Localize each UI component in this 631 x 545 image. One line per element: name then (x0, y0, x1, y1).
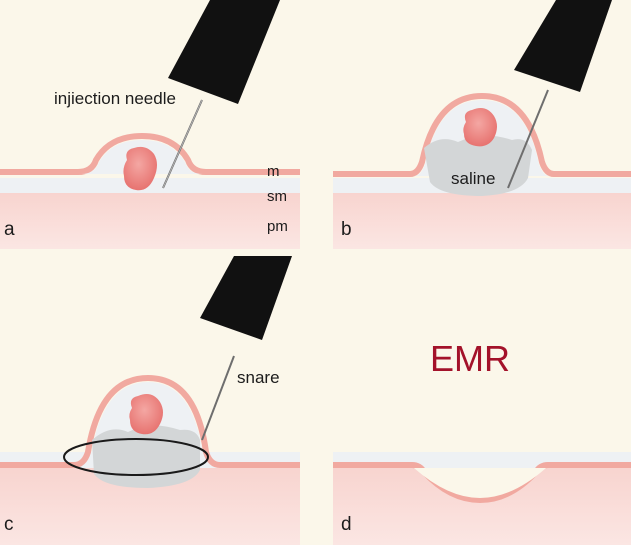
panel-c-letter: c (4, 514, 14, 535)
snare-loop (63, 438, 209, 476)
panel-a-letter: a (4, 219, 15, 240)
saline-cushion (424, 135, 532, 196)
saline-label: saline (451, 169, 496, 188)
needle-sheath (168, 0, 280, 104)
panel-gutter (0, 249, 631, 255)
panel-d-letter: d (341, 514, 352, 535)
mucosa-layer (333, 92, 631, 177)
lesion (123, 146, 157, 191)
injection-needle-label: injiection needle (54, 89, 176, 108)
needle-shaft (507, 89, 549, 189)
snare-label: snare (237, 368, 280, 387)
lesion (463, 108, 497, 147)
mucosa-layer (0, 132, 300, 175)
panel-d (333, 452, 631, 545)
panel-a (0, 0, 300, 249)
snare-sheath (200, 256, 292, 340)
panel-b (333, 0, 631, 249)
needle-highlight (162, 99, 203, 189)
resection-defect (414, 468, 546, 498)
panel-b-letter: b (341, 219, 352, 240)
muscularis-propria-label: pm (267, 218, 288, 235)
submucosa-label: sm (267, 188, 287, 205)
needle-sheath (514, 0, 612, 92)
mucosa-label: m (267, 163, 280, 180)
emr-title: EMR (430, 338, 510, 379)
submucosa-layer (0, 178, 300, 193)
panel-c (0, 256, 300, 545)
lesion (129, 394, 163, 435)
saline-cushion (92, 425, 200, 488)
muscularis-propria-layer (0, 193, 300, 249)
muscularis-propria-layer (333, 193, 631, 249)
snare-wire (201, 355, 235, 441)
panel-gutter (300, 0, 333, 545)
